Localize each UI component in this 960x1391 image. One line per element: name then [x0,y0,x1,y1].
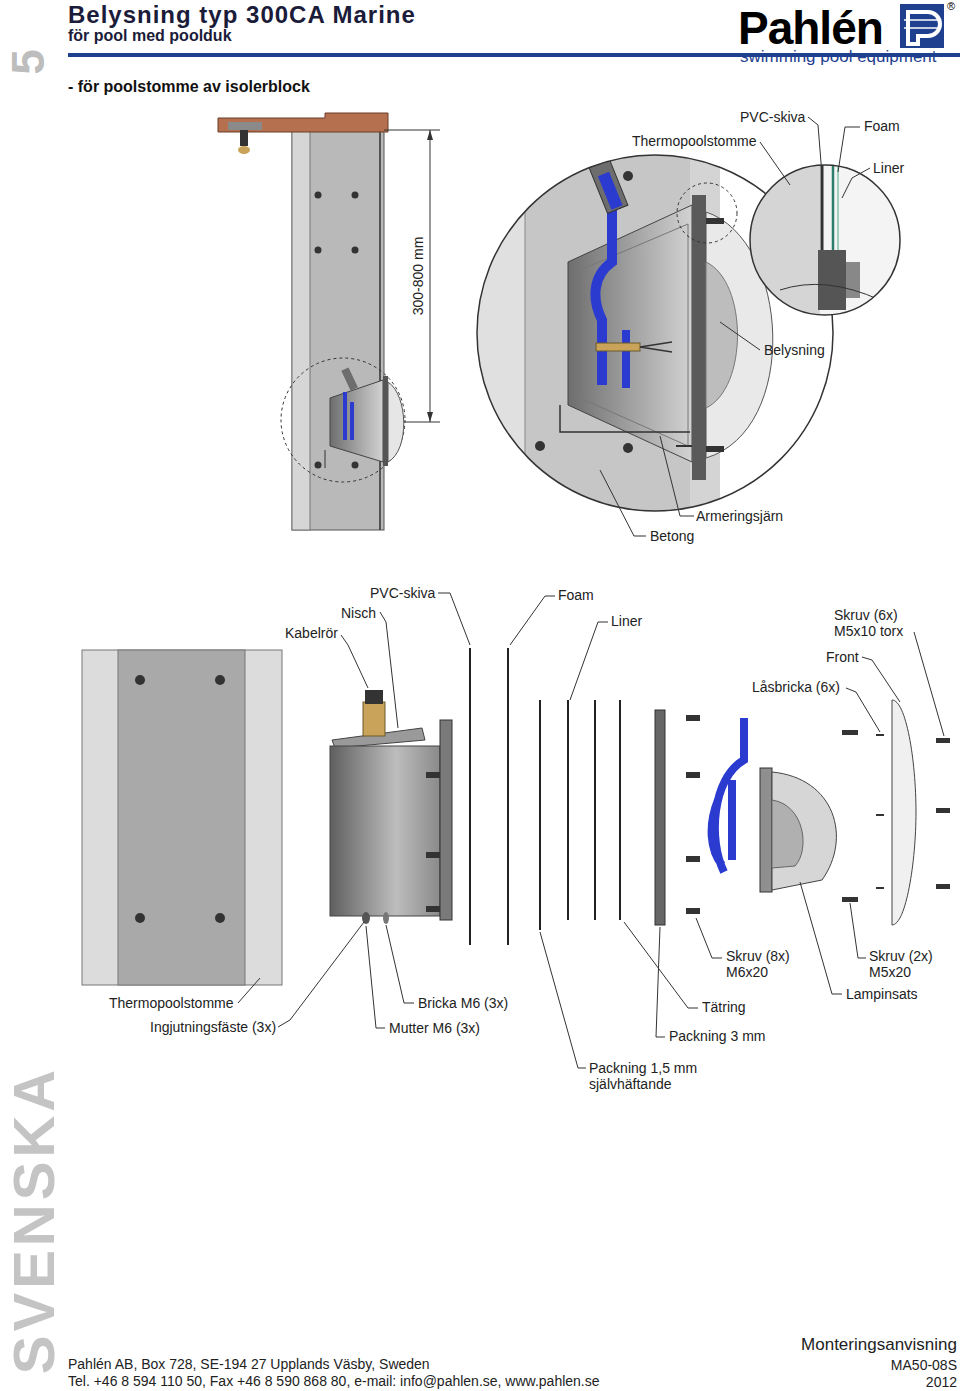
part-label: Skruv (2x) M5x20 [869,948,941,980]
part-label: Packning 3 mm [669,1028,765,1044]
part-label: Foam [864,118,900,134]
document-number: MA50-08S [891,1357,957,1373]
part-label: Thermopoolstomme [632,133,757,149]
dimension: 300-800 mm [410,237,426,316]
part-label: Packning 1,5 mm självhäftande [589,1060,714,1092]
part-label: PVC-skiva [370,585,435,601]
chapter-tab: 5 [2,49,55,75]
part-label: Tätring [702,999,746,1015]
part-label: Liner [611,613,642,629]
language-tab: SVENSKA [1,1066,68,1374]
contact: Tel. +46 8 594 110 50, Fax +46 8 590 868… [68,1373,600,1389]
part-label: Nisch [341,605,376,621]
wall-section [218,113,440,530]
part-label: Mutter M6 (3x) [389,1020,480,1036]
part-label: Kabelrör [285,625,338,641]
part-label: Thermopoolstomme [109,995,234,1011]
trademark: ® [947,0,955,13]
part-label: Betong [650,528,694,544]
logo-wordmark: Pahlén [738,2,883,55]
part-label: Skruv (8x) M6x20 [726,948,798,980]
part-label: Armeringsjärn [696,508,783,524]
leader-lines [238,593,944,1068]
part-label: Liner [873,160,904,176]
part-label: Ingjutningsfäste (3x) [150,1019,276,1035]
part-label: Låsbricka (6x) [752,679,840,695]
inset-view [750,165,900,315]
part-label: Front [826,649,859,665]
part-label: Foam [558,587,594,603]
document-year: 2012 [926,1374,957,1390]
exploded-view [82,648,950,985]
part-label: Lampinsats [846,986,918,1002]
leader-lines [600,117,870,536]
page-title: Belysning typ 300CA Marine [68,1,416,29]
section-heading: - för poolstomme av isolerblock [68,78,310,96]
part-label: PVC-skiva [740,109,805,125]
part-label: Belysning [764,342,825,358]
address: Pahlén AB, Box 728, SE-194 27 Upplands V… [68,1356,430,1372]
document-type: Monteringsanvisning [801,1335,957,1355]
detail-view [470,150,850,520]
subtitle: för pool med poolduk [68,27,232,45]
part-label: Skruv (6x) M5x10 torx [834,607,916,639]
part-label: Bricka M6 (3x) [418,995,508,1011]
logo-tagline: swimming pool equipment [740,47,937,67]
